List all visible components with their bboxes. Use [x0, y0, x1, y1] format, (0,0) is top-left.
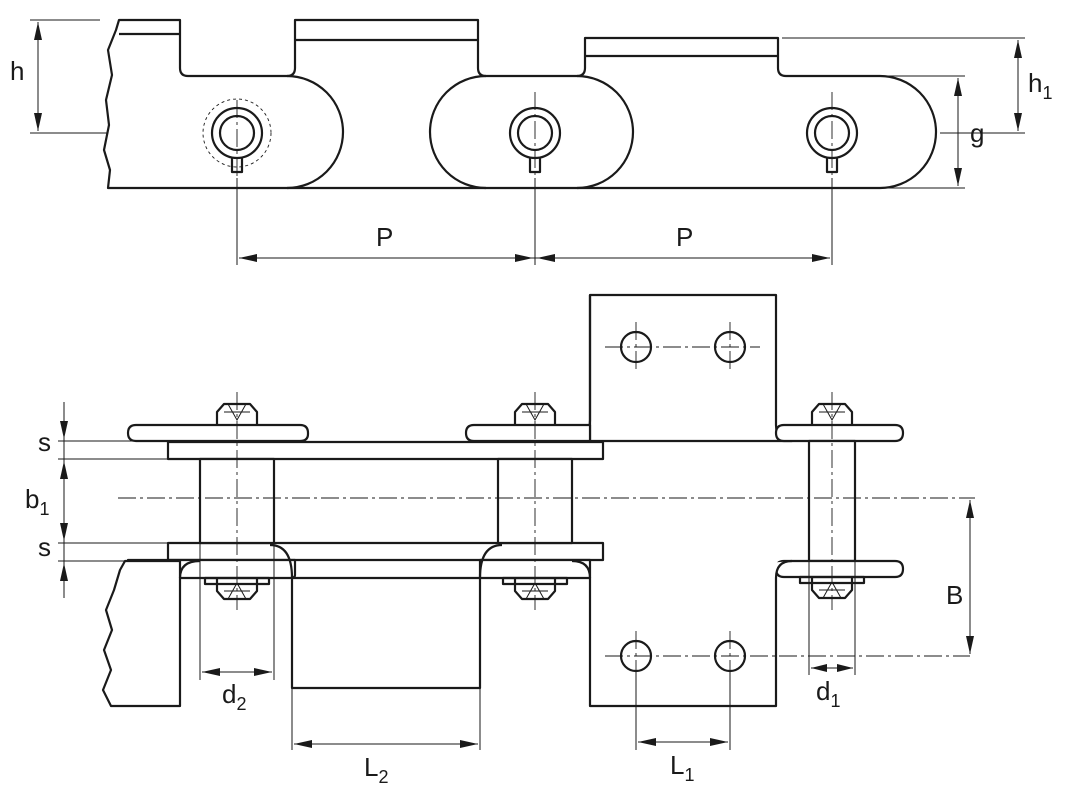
bend-arc [478, 543, 503, 579]
label-h: h [10, 56, 24, 86]
attachment-plate-bottom-right [588, 559, 793, 708]
bend-arc [269, 543, 294, 579]
dimension-s-b1-s: s b1 s [25, 402, 168, 598]
dimension-L1: L1 [635, 671, 731, 785]
label-d2: d2 [222, 679, 246, 714]
label-B: B [946, 580, 963, 610]
link-end-arc [286, 74, 345, 190]
pin-right [805, 92, 859, 178]
label-s-top: s [38, 427, 51, 457]
dimension-d2: d2 [199, 543, 275, 714]
label-d1: d1 [816, 676, 840, 711]
plan-view: s b1 s B d2 d1 [25, 293, 975, 787]
dimension-pitch: P P [236, 178, 833, 265]
bend-arc [178, 559, 201, 579]
label-h1: h1 [1028, 68, 1052, 103]
outer-plate-top-left [126, 423, 310, 443]
dimension-g: g [885, 75, 984, 189]
pin-left [202, 98, 272, 178]
attachment-plate-bottom-left [290, 576, 482, 690]
label-b1: b1 [25, 484, 49, 519]
attachment-plate-top [588, 293, 794, 443]
dimension-B: B [946, 500, 974, 654]
label-p-left: P [376, 222, 393, 252]
attachment-plate-top-bend [568, 295, 592, 443]
inner-plate-bottom [166, 541, 605, 562]
outer-plate-bottom-right [774, 559, 905, 579]
link-end-arc [428, 74, 487, 190]
dimension-h: h [10, 19, 100, 134]
label-p-right: P [676, 222, 693, 252]
bend-arc [571, 559, 592, 579]
link-end-arc [576, 74, 635, 190]
outer-plate-top-middle [464, 423, 592, 443]
outer-plate-top-right [774, 423, 905, 443]
side-elevation-view: h h1 g P [10, 18, 1052, 265]
dimension-d1: d1 [808, 561, 856, 711]
left-chain-link-outline [102, 18, 938, 190]
dimension-h1: h1 [782, 37, 1052, 134]
pin-middle [508, 92, 562, 178]
label-s-bottom: s [38, 532, 51, 562]
label-L2: L2 [364, 752, 388, 787]
dimension-L2: L2 [291, 688, 481, 787]
inner-plate-top [166, 440, 605, 461]
left-chain-link-lower [101, 559, 182, 708]
label-g: g [970, 118, 984, 148]
label-L1: L1 [670, 750, 694, 785]
